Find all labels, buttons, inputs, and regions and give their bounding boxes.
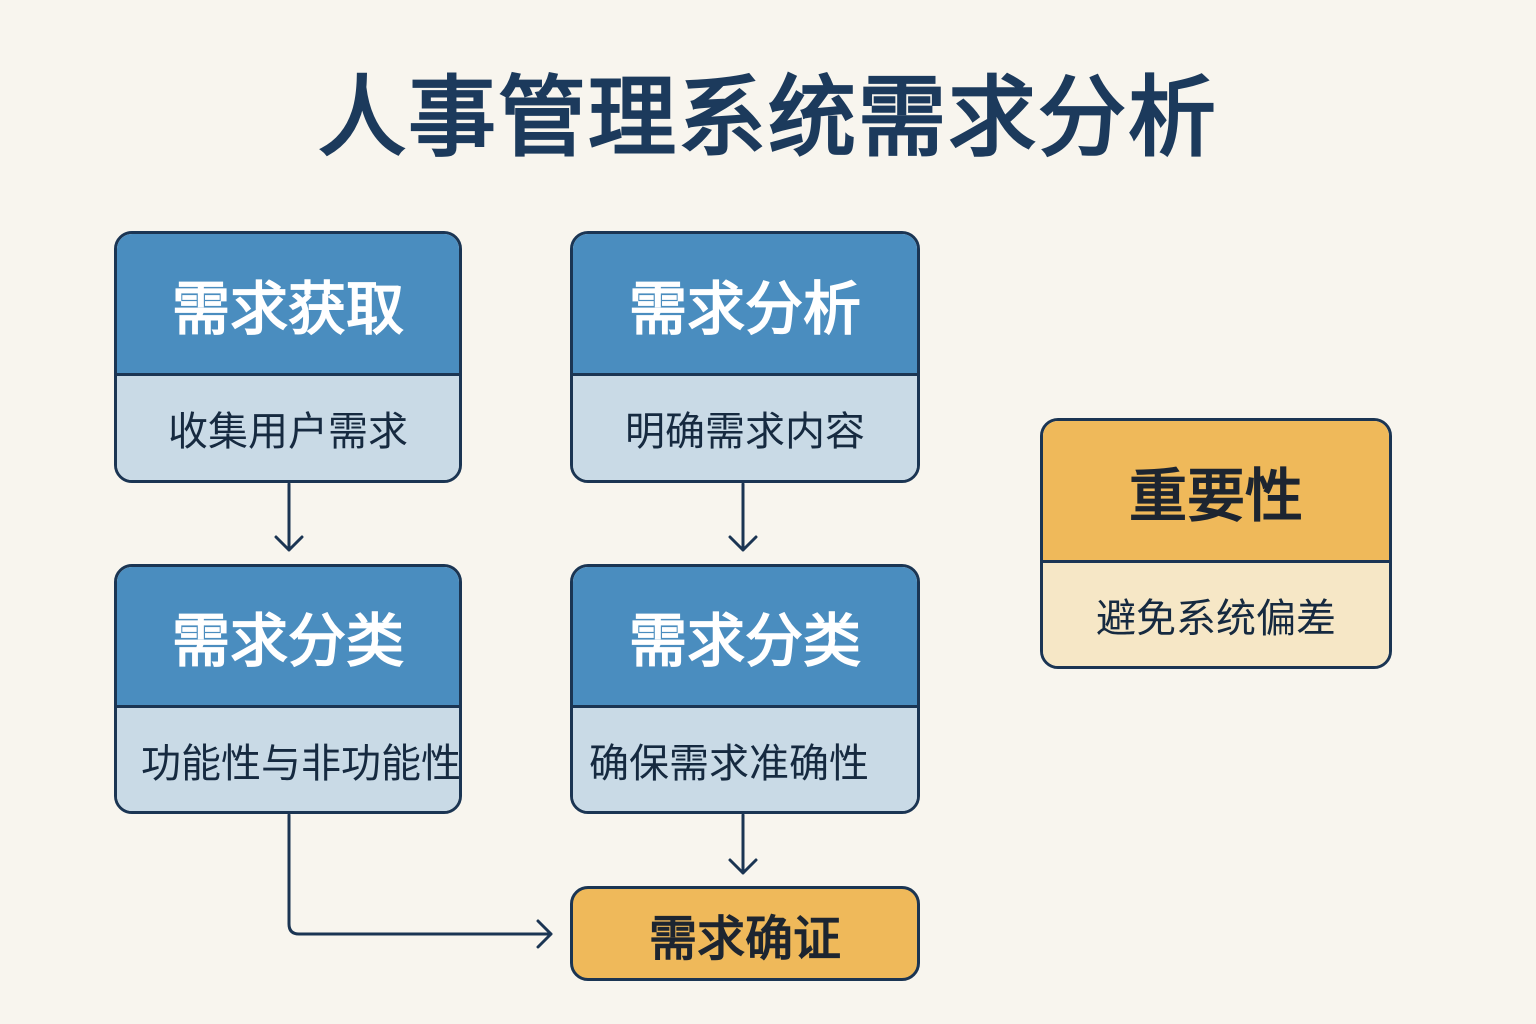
card-requirement-gathering: 需求获取 收集用户需求	[114, 231, 462, 483]
card-importance: 重要性 避免系统偏差	[1040, 418, 1392, 669]
card-heading: 重要性	[1043, 421, 1389, 563]
card-description: 功能性与非功能性	[117, 708, 459, 811]
card-description: 避免系统偏差	[1043, 563, 1389, 666]
arrow-left-classify-to-confirm	[287, 813, 553, 949]
card-description: 明确需求内容	[573, 376, 917, 480]
arrow-analyze-to-classify	[728, 482, 758, 552]
arrow-classify-to-confirm	[728, 813, 758, 875]
card-heading: 需求分类	[573, 567, 917, 708]
card-requirement-classification-right: 需求分类 确保需求准确性	[570, 564, 920, 814]
card-heading: 需求分析	[573, 234, 917, 376]
diagram-title: 人事管理系统需求分析	[317, 66, 1218, 169]
card-heading: 需求获取	[117, 234, 459, 376]
card-description: 收集用户需求	[117, 376, 459, 480]
card-requirement-analysis: 需求分析 明确需求内容	[570, 231, 920, 483]
arrow-gather-to-classify	[274, 482, 304, 552]
card-requirement-classification-left: 需求分类 功能性与非功能性	[114, 564, 462, 814]
card-heading: 需求分类	[117, 567, 459, 708]
requirement-confirmation-box: 需求确证	[570, 886, 920, 981]
card-description: 确保需求准确性	[573, 708, 917, 811]
